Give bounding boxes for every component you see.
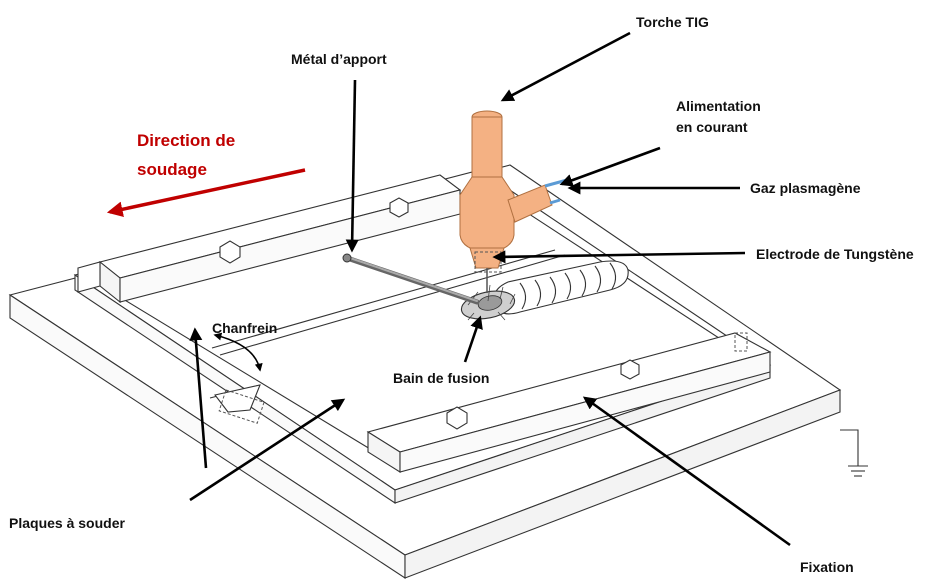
label-gaz: Gaz plasmagène <box>750 180 861 196</box>
chanfrein-arrow-left <box>189 327 208 469</box>
bolt-icon <box>446 406 468 430</box>
label-electrode: Electrode de Tungstène <box>756 246 914 262</box>
plaques-arrow <box>189 398 346 502</box>
label-torche: Torche TIG <box>636 14 709 30</box>
label-direction-2: soudage <box>137 160 207 179</box>
weld-pool <box>460 284 516 321</box>
back-clamp-bar <box>77 174 462 304</box>
metal-arrow <box>345 79 359 253</box>
weld-bead <box>493 260 629 315</box>
tig-torch <box>459 110 568 293</box>
electrode-arrow <box>492 250 746 264</box>
chanfrein-angle <box>213 332 263 372</box>
label-metal: Métal d’apport <box>291 51 387 67</box>
label-plaques: Plaques à souder <box>9 515 125 531</box>
front-clamp-bar <box>366 332 772 473</box>
label-chanfrein: Chanfrein <box>212 320 277 336</box>
torche-arrow <box>500 31 631 102</box>
filler-wire <box>342 253 480 305</box>
fixation-arrow <box>582 396 791 547</box>
bolt-icon <box>620 359 640 380</box>
label-bain: Bain de fusion <box>393 370 489 386</box>
label-alim-2: en courant <box>676 119 748 135</box>
label-direction-1: Direction de <box>137 131 235 150</box>
ground-icon <box>840 429 868 477</box>
label-fixation: Fixation <box>800 559 854 575</box>
label-alim-1: Alimentation <box>676 98 761 114</box>
bolt-icon <box>219 240 241 264</box>
bolt-icon <box>389 197 409 218</box>
alim-arrow <box>559 146 661 187</box>
bain-arrow <box>463 315 483 363</box>
direction-arrow <box>106 168 306 218</box>
